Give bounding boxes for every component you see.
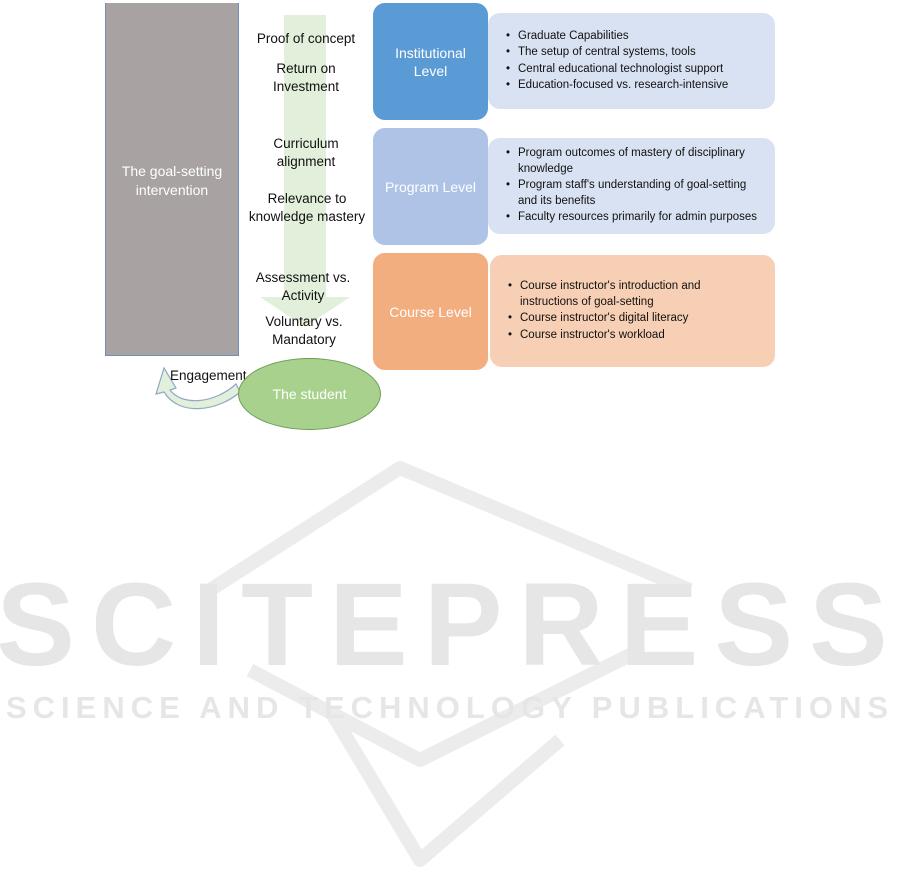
list-item: The setup of central systems, tools: [506, 45, 728, 61]
engagement-arrow-icon: [155, 366, 241, 410]
student-label: The student: [272, 386, 347, 402]
list-item: Course instructor's workload: [508, 328, 761, 344]
level-course: Course Level: [373, 253, 488, 370]
list-item: Program outcomes of mastery of disciplin…: [506, 146, 761, 177]
engagement-label: Engagement: [170, 368, 247, 383]
factor-curriculum-alignment: Curriculum alignment: [273, 136, 339, 169]
institutional-list: Graduate Capabilities The setup of centr…: [506, 28, 728, 95]
course-list: Course instructor's introduction and ins…: [508, 278, 761, 344]
watermark-title: SCITEPRESS: [0, 559, 901, 691]
student-node: The student: [238, 358, 381, 430]
factor-proof-of-concept: Proof of concept: [256, 31, 356, 46]
factor-assessment: Assessment vs. Activity: [255, 270, 351, 303]
intervention-box: [105, 3, 239, 356]
institutional-panel: Graduate Capabilities The setup of centr…: [488, 13, 775, 109]
factor-return-on-investment: Return on Investment: [272, 61, 340, 94]
list-item: Program staff's understanding of goal-se…: [506, 178, 761, 209]
list-item: Education-focused vs. research-intensive: [506, 78, 728, 94]
list-item: Course instructor's digital literacy: [508, 311, 761, 327]
program-panel: Program outcomes of mastery of disciplin…: [488, 138, 775, 234]
list-item: Faculty resources primarily for admin pu…: [506, 210, 761, 226]
watermark-subtitle: SCIENCE AND TECHNOLOGY PUBLICATIONS: [6, 690, 894, 725]
level-institutional: Institutional Level: [373, 3, 488, 120]
level-program: Program Level: [373, 128, 488, 245]
intervention-label: The goal-setting intervention: [121, 163, 223, 198]
list-item: Central educational technologist support: [506, 62, 728, 78]
list-item: Course instructor's introduction and ins…: [508, 279, 761, 310]
program-list: Program outcomes of mastery of disciplin…: [506, 145, 761, 227]
factor-voluntary: Voluntary vs. Mandatory: [265, 314, 343, 347]
course-panel: Course instructor's introduction and ins…: [490, 255, 775, 367]
flow-down-arrow-icon: [260, 15, 350, 327]
factor-relevance: Relevance to knowledge mastery: [248, 191, 366, 224]
list-item: Graduate Capabilities: [506, 29, 728, 45]
publisher-watermark-logo: SCITEPRESS SCIENCE AND TECHNOLOGY PUBLIC…: [0, 461, 901, 867]
